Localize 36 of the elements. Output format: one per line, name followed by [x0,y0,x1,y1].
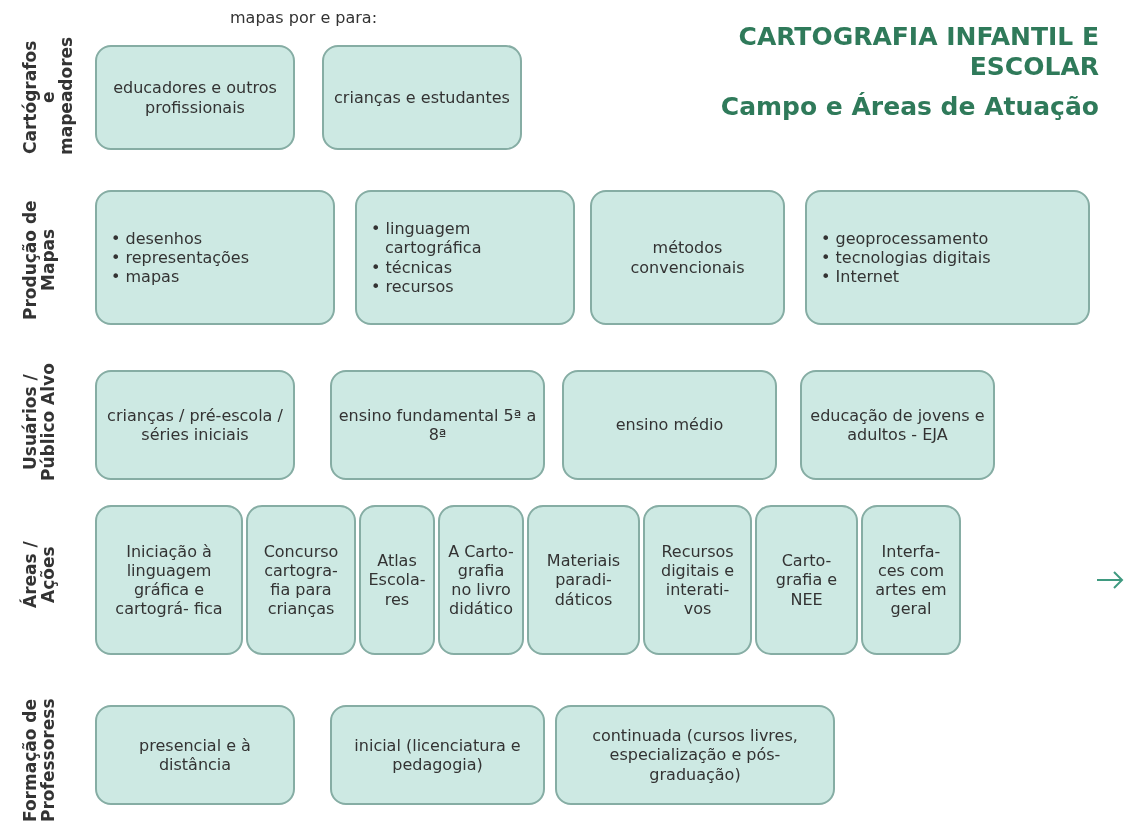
text-box: educação de jovens e adultos - EJA [800,370,995,480]
list-item: • desenhos [111,228,204,248]
list-item: • representações [111,247,249,268]
list-item: • técnicas [371,257,453,277]
list-item: • recursos [371,276,455,296]
list-item: • mapas [111,267,181,287]
subtitle: Campo e Áreas de Atuação [720,92,1099,122]
text-box: continuada (cursos livres, especialização e pós- graduação) [555,705,835,805]
list-item: • geoprocessamento [821,228,990,248]
text-box: crianças / pré-escola / séries iniciais [95,370,295,480]
list-box [355,190,575,325]
list-box [95,190,335,325]
text-box: Atlas Escola- res [359,505,435,655]
text-box: A Carto- grafia no livro didático [438,505,524,655]
text-box: inicial (licenciatura e pedagogia) [330,705,545,805]
text-box: ensino fundamental 5ª a 8ª [330,370,545,480]
text-box: métodos convencionais [590,190,785,325]
text-box: crianças e estudantes [322,45,522,150]
text-box: Materiais paradi- dáticos [527,505,640,655]
text-box: ensino médio [562,370,777,480]
row-label: Usuários / Público Alvo [22,362,58,484]
text-box: presencial e à distância [95,705,295,805]
text-box: Carto- grafia e NEE [755,505,858,655]
list-item: • tecnologias digitais [821,247,991,268]
row-label: Formação de Professoress [22,697,58,824]
row-label: Produção de Mapas [22,199,58,322]
list-item: • Internet [821,267,901,287]
list-box [805,190,1090,325]
text-box: Recursos digitais e interati- vos [643,505,752,655]
text-box: Interfa- ces com artes em geral [861,505,961,655]
text-box: Concurso cartogra- fia para crianças [246,505,356,655]
text-box: Iniciação à linguagem gráfica e cartográ- fica [95,505,243,655]
text-box: educadores e outros profissionais [95,45,295,150]
title: CARTOGRAFIA INFANTIL E ESCOLAR [737,22,1099,82]
list-item: • linguagem cartográfica [371,219,483,258]
heading-text: mapas por e para: [230,8,378,27]
